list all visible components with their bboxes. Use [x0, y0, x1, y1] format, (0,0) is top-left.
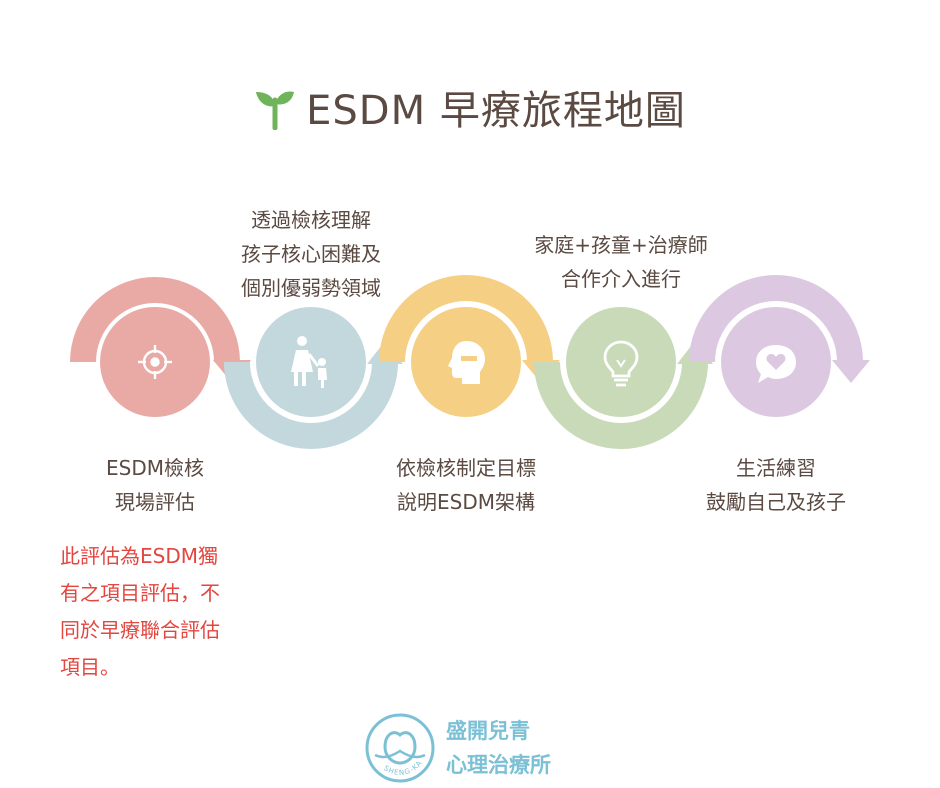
sprout-icon [256, 91, 295, 130]
step-5-label: 生活練習 鼓勵自己及孩子 [706, 456, 846, 514]
page-title-text: ESDM 早療旅程地圖 [306, 88, 686, 134]
arc-2 [224, 361, 398, 449]
assessment-note: 此評估為ESDM獨 有之項目評估，不 同於早療聯合評估 項目。 [60, 544, 220, 679]
step-4-circle [566, 307, 676, 417]
heart-chat-icon [756, 345, 796, 383]
arc-5 [689, 275, 863, 363]
step-4-label: 家庭+孩童+治療師 合作介入進行 [534, 233, 708, 291]
step-1-label: ESDM檢核 現場評估 [106, 456, 204, 514]
lightbulb-icon [603, 340, 639, 387]
step-2-circle [256, 307, 366, 417]
arrow-5 [832, 360, 870, 383]
page-title: ESDM 早療旅程地圖 [0, 78, 940, 136]
head-minus-icon [448, 341, 485, 384]
arc-4 [534, 361, 708, 449]
arc-1 [70, 277, 240, 363]
target-icon [138, 345, 172, 379]
brand-name: 盛開兒青 心理治療所 [446, 719, 551, 777]
parent-child-icon [291, 336, 327, 388]
sheng-kai-logo: SHENG-KAI [363, 711, 435, 783]
step-2-label: 透過檢核理解 孩子核心困難及 個別優弱勢領域 [241, 208, 381, 300]
step-3-label: 依檢核制定目標 說明ESDM架構 [396, 456, 536, 514]
arc-3 [379, 275, 553, 363]
